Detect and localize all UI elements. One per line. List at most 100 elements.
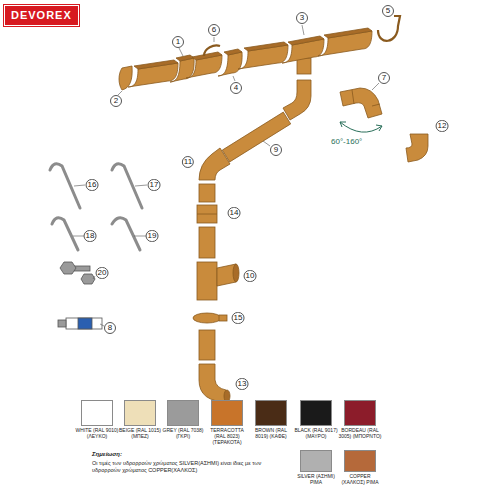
gutter-part bbox=[324, 28, 372, 38]
label-holder: 6 bbox=[214, 30, 226, 42]
angle-label: 60°-160° bbox=[331, 137, 375, 147]
gutter-part bbox=[283, 80, 311, 120]
leader-line bbox=[93, 276, 95, 279]
label-holder: 1 bbox=[178, 42, 190, 54]
metal-bracket bbox=[52, 218, 78, 250]
label-holder: 20 bbox=[102, 273, 115, 285]
angle-arc bbox=[376, 125, 382, 131]
leader-line bbox=[263, 141, 270, 146]
callout-number: 5 bbox=[382, 5, 394, 17]
leader-line bbox=[233, 76, 235, 81]
callout-number: 14 bbox=[228, 207, 241, 219]
screw-symbol bbox=[81, 274, 95, 284]
sealant-tube bbox=[78, 318, 92, 329]
gutter-part bbox=[372, 104, 380, 106]
gutter-part bbox=[218, 52, 242, 76]
label-holder: 10 bbox=[250, 276, 263, 288]
leader-line bbox=[73, 25, 379, 326]
label-holder: 8 bbox=[110, 328, 122, 340]
color-swatch bbox=[255, 400, 287, 426]
color-swatch bbox=[344, 400, 376, 426]
gutter-part bbox=[199, 148, 230, 180]
leader-line bbox=[179, 48, 183, 56]
gutter-part bbox=[119, 28, 428, 402]
leader-line bbox=[214, 37, 215, 42]
label-holder: 15 bbox=[238, 318, 251, 330]
label-holder: 17 bbox=[154, 185, 167, 197]
gutter-part bbox=[199, 330, 215, 360]
callout-number: 11 bbox=[182, 156, 194, 168]
gutter-part bbox=[192, 52, 222, 60]
leader-line bbox=[74, 185, 85, 186]
label-holder: 9 bbox=[276, 150, 288, 162]
label-holder: 60°-160° bbox=[331, 137, 375, 147]
angle-arc bbox=[340, 122, 382, 132]
color-swatch bbox=[211, 400, 243, 426]
gutter-part bbox=[297, 58, 311, 74]
callout-number: 6 bbox=[208, 24, 220, 36]
gutter-part bbox=[288, 36, 324, 45]
gutter-part bbox=[199, 184, 215, 202]
callout-number: 13 bbox=[236, 378, 249, 390]
note-heading: Σημείωση: bbox=[92, 451, 212, 458]
callout-number: 15 bbox=[232, 312, 245, 324]
legend-text: COPPER (ΧΑΛΚΟΣ) ΡΙΜΑ bbox=[338, 474, 382, 486]
callout-number: 7 bbox=[378, 72, 390, 84]
label-holder: 4 bbox=[236, 88, 248, 100]
legend-text: SILVER (ΑΣΗΜΙ) ΡΙΜΑ bbox=[294, 474, 338, 486]
callout-number: 19 bbox=[146, 230, 159, 242]
gutter-part bbox=[224, 49, 242, 55]
color-swatch bbox=[124, 400, 156, 426]
label-holder: 2 bbox=[116, 101, 128, 113]
legend-text: WHITE (RAL 9010) (ΛΕΥΚΟ) bbox=[75, 428, 119, 440]
legend-text: BORDEAU (RAL 3005) (ΜΠΟΡΝΤΟ) bbox=[338, 428, 382, 440]
leader-line bbox=[118, 91, 122, 95]
gutter-part bbox=[197, 214, 217, 215]
gutter-part bbox=[170, 58, 194, 82]
sealant-tube bbox=[66, 318, 102, 329]
screw-symbol bbox=[74, 266, 90, 271]
screw-symbol bbox=[60, 262, 76, 274]
label-holder: 5 bbox=[388, 11, 400, 23]
callout-number: 18 bbox=[84, 230, 97, 242]
legend-text: BROWN (RAL 8019) (ΚΑΦΕ) bbox=[249, 428, 293, 440]
color-swatch bbox=[344, 450, 376, 472]
legend-text: BLACK (RAL 9017) (ΜΑΥΡΟ) bbox=[294, 428, 338, 440]
leader-line bbox=[302, 25, 304, 35]
callout-number: 4 bbox=[230, 82, 242, 94]
gutter-part bbox=[197, 262, 217, 300]
legend-text: GREY (RAL 7038) (ΓΚΡΙ) bbox=[161, 428, 205, 440]
callout-number: 9 bbox=[270, 144, 282, 156]
logo-text: DEVOREX bbox=[11, 9, 72, 21]
gutter-bracket bbox=[204, 45, 220, 56]
legend-text: TERRACOTTA (RAL 8023) (ΤΕΡΑΚΟΤΑ) bbox=[205, 428, 249, 445]
label-holder: 11 bbox=[188, 162, 200, 174]
leader-line bbox=[135, 185, 147, 186]
label-holder: 13 bbox=[242, 384, 255, 396]
leader-line bbox=[372, 83, 379, 90]
label-holder: Οι τιμές των υδρορροών χρώματος SILVER(Α… bbox=[92, 460, 290, 473]
callout-number: 8 bbox=[104, 322, 116, 334]
gutter-part bbox=[176, 55, 194, 61]
callout-number: 1 bbox=[172, 36, 184, 48]
label-holder: 7 bbox=[384, 78, 396, 90]
callout-number: 12 bbox=[436, 120, 449, 132]
color-swatch bbox=[167, 400, 199, 426]
gutter-part bbox=[406, 134, 428, 162]
angle-arc bbox=[340, 122, 382, 132]
legend-text: BEIGE (RAL 1015) (ΜΠΕΖ) bbox=[118, 428, 162, 440]
gutter-part bbox=[233, 264, 239, 282]
label-holder: 3 bbox=[302, 18, 314, 30]
gutter-part bbox=[197, 205, 217, 223]
callout-number: 16 bbox=[86, 179, 99, 191]
gutter-part bbox=[244, 42, 288, 51]
label-holder: 14 bbox=[234, 213, 247, 225]
note-text: Οι τιμές των υδρορροών χρώματος SILVER(Α… bbox=[92, 460, 290, 473]
callout-number: 2 bbox=[110, 95, 122, 107]
label-holder: 18 bbox=[90, 236, 103, 248]
metal-bracket bbox=[50, 164, 142, 250]
